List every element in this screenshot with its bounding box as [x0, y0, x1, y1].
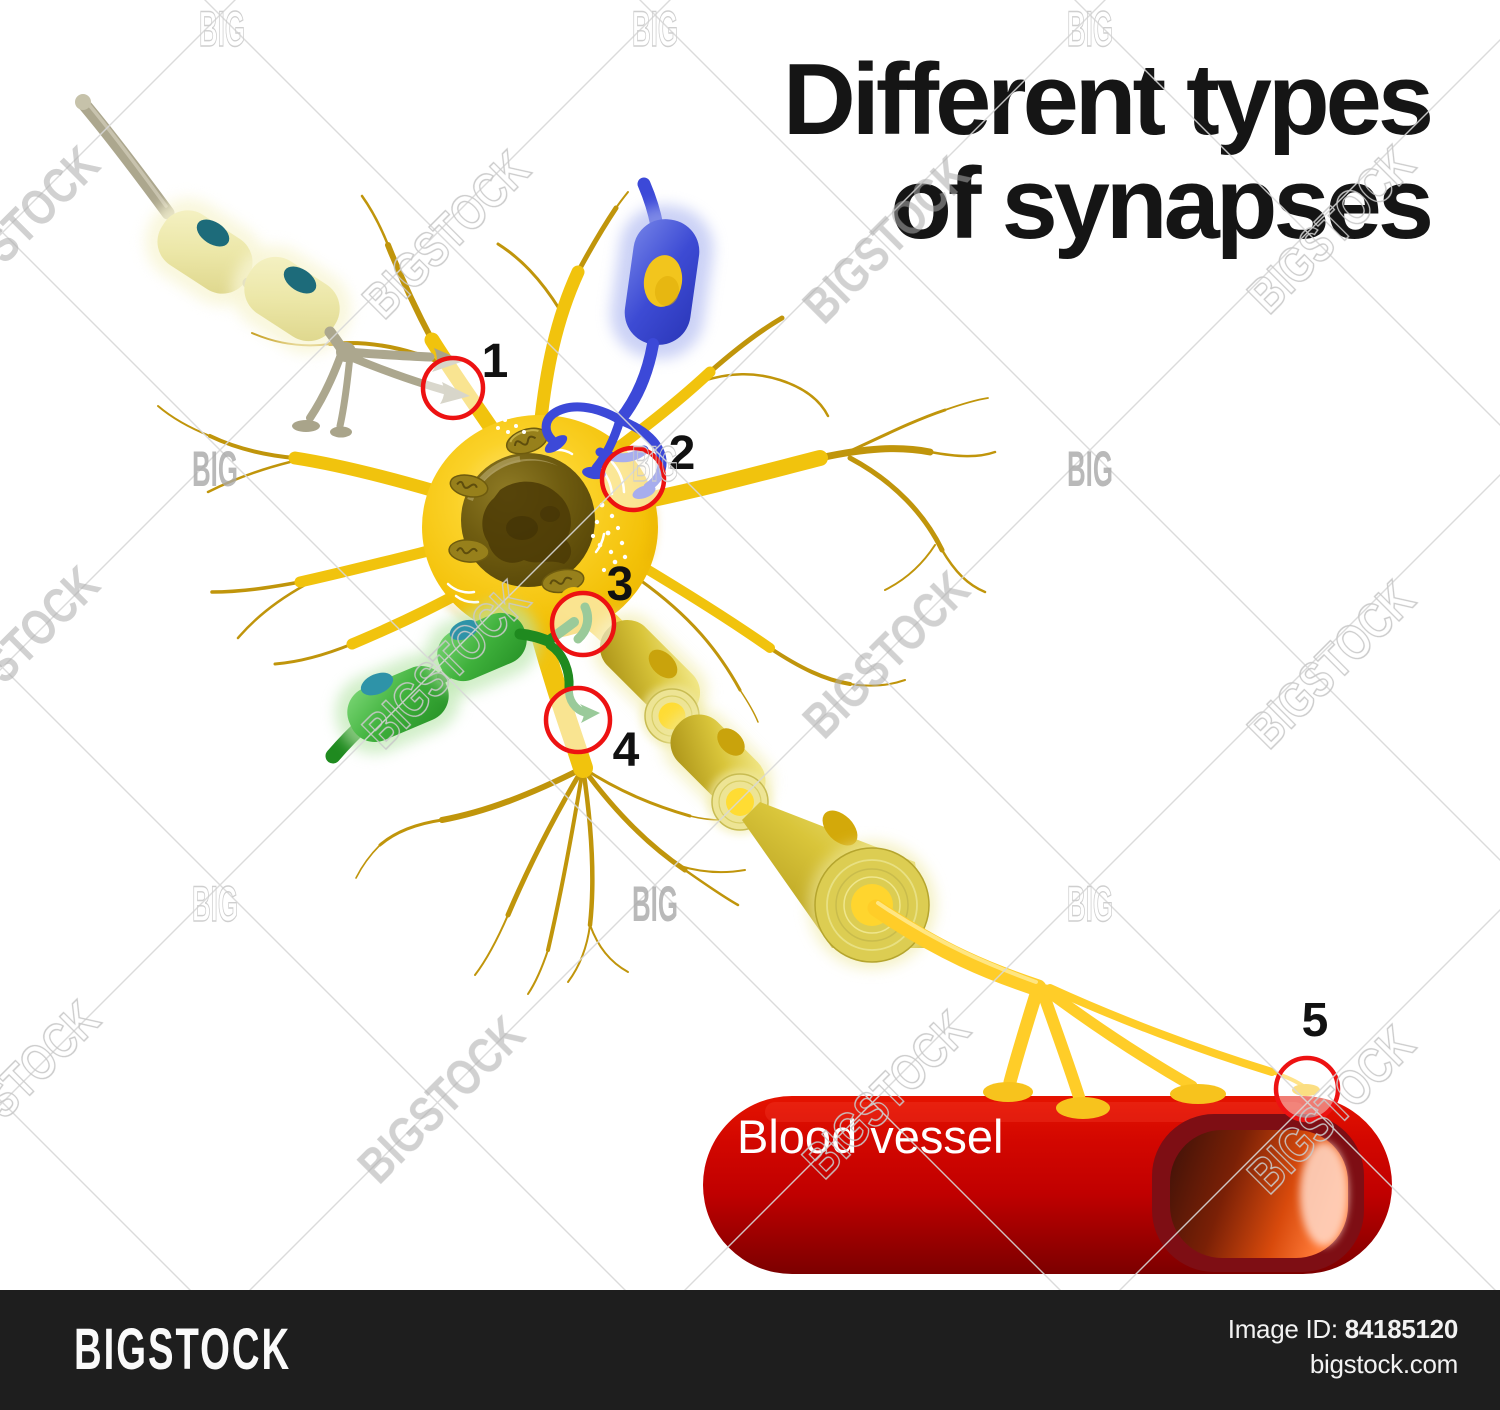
synapse-circle-4 [543, 685, 613, 755]
nucleus [461, 453, 595, 587]
footer-bar: BIGSTOCK Image ID: 84185120 bigstock.com [0, 1290, 1500, 1410]
synapse-circle-1 [420, 355, 486, 421]
blood-vessel-label: Blood vessel [737, 1110, 1004, 1163]
synapse-number-5: 5 [1302, 994, 1329, 1047]
footer-info: Image ID: 84185120 bigstock.com [1227, 1312, 1459, 1382]
synapse-number-3: 3 [607, 558, 634, 611]
website-line: bigstock.com [1309, 1349, 1458, 1379]
synapse-number-1: 1 [482, 335, 509, 388]
bigstock-logo: BIGSTOCK [74, 1317, 292, 1382]
synapse-circle-2 [599, 445, 667, 513]
image-id-label: Image ID: [1227, 1314, 1338, 1344]
image-id-value: 84185120 [1344, 1314, 1459, 1344]
synapse-number-4: 4 [613, 724, 640, 777]
illustration-canvas: Blood vessel 1 2 3 4 5 [0, 0, 1500, 1290]
synapse-number-2: 2 [669, 427, 696, 480]
page-title: Different types of synapses [782, 44, 1434, 261]
blood-vessel: Blood vessel [703, 1096, 1392, 1274]
image-id-line: Image ID: 84185120 [1227, 1312, 1459, 1347]
synapse-circle-5 [1273, 1055, 1341, 1123]
title-line-1: Different types [782, 44, 1434, 156]
title-line-2: of synapses [890, 148, 1434, 261]
gray-neuron [75, 94, 470, 438]
axon-terminals [867, 899, 1320, 1119]
synapse-circle-3 [549, 590, 617, 658]
